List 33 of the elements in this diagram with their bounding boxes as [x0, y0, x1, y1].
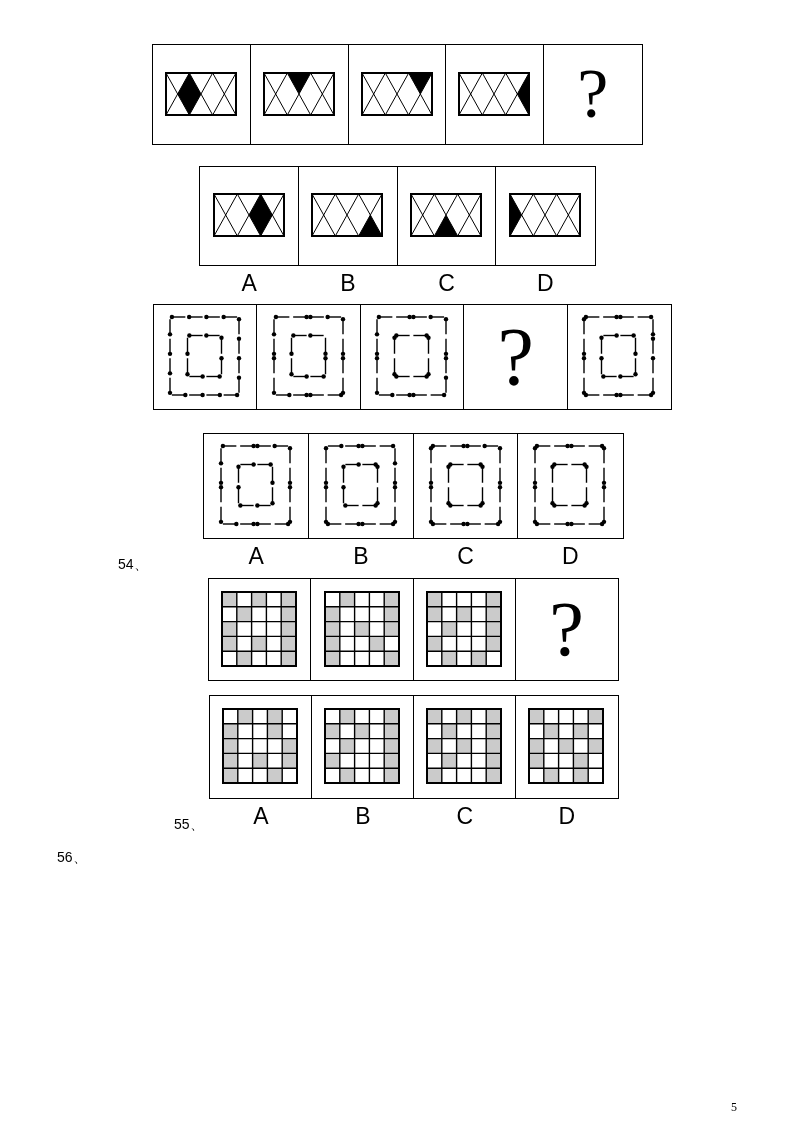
puzzle-panel — [153, 304, 258, 410]
option-letter: C — [457, 547, 474, 566]
puzzle-panel — [208, 578, 312, 681]
question-number: 55、 — [174, 817, 204, 831]
option-letter: B — [353, 547, 369, 566]
question-mark: ? — [497, 326, 534, 388]
question-number: 54、 — [118, 557, 148, 571]
option-letter: D — [562, 547, 579, 566]
puzzle-panel — [514, 578, 619, 681]
option-letter: B — [355, 807, 371, 826]
puzzle-panel — [359, 304, 465, 410]
option-letter: B — [340, 274, 356, 293]
puzzle-panel — [566, 304, 672, 410]
option-letter: A — [241, 274, 257, 293]
puzzle-panel — [310, 578, 415, 681]
option-letter: C — [456, 807, 474, 826]
puzzle-panel — [256, 304, 362, 410]
option-letter: A — [253, 807, 269, 826]
puzzle-panel — [347, 44, 447, 145]
question-number: 56、 — [57, 850, 87, 864]
puzzle-panel — [445, 44, 545, 145]
puzzle-panel — [412, 578, 517, 681]
question-mark: ? — [577, 68, 609, 121]
option-letter: C — [438, 274, 455, 293]
puzzle-panel — [152, 44, 252, 145]
puzzle-panel — [463, 304, 569, 410]
page-number: 5 — [731, 1101, 737, 1113]
puzzle-panel — [249, 44, 350, 145]
option-letter: D — [558, 807, 576, 826]
puzzle-panel — [543, 44, 643, 145]
question-mark: ? — [549, 600, 584, 659]
option-letter: D — [537, 274, 554, 293]
option-letter: A — [248, 547, 264, 566]
